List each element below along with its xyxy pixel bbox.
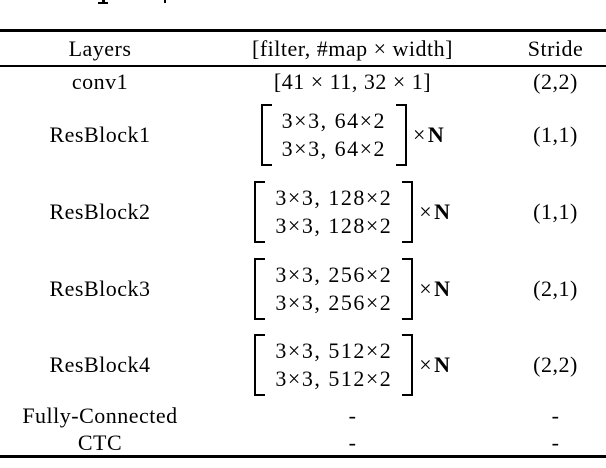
layer-name-cell: CTC — [77, 429, 123, 455]
matrix-line: 3×3, 512×2 — [275, 337, 393, 363]
layer-name-cell: ResBlock1 — [49, 121, 151, 147]
caption-fragment — [98, 2, 108, 4]
matrix-right-bracket — [402, 333, 414, 396]
filter-spec-cell: 3×3, 512×2 3×3, 512×2 ×N — [200, 327, 505, 402]
matrix-multiplier: ×N — [419, 276, 450, 302]
layer-name-cell: ResBlock4 — [49, 351, 151, 377]
times-sign: × — [419, 198, 433, 224]
filter-spec-cell: 3×3, 64×2 3×3, 64×2 ×N — [200, 96, 505, 173]
filter-spec-cell: - — [348, 429, 357, 455]
matrix-lines: 3×3, 128×2 3×3, 128×2 — [265, 184, 402, 240]
table-header-row: Layers [filter, #map × width] Stride — [0, 32, 606, 65]
matrix-line: 3×3, 64×2 — [281, 107, 386, 133]
table-header-rule — [0, 65, 606, 67]
times-sign: × — [413, 121, 426, 147]
matrix-right-bracket — [402, 180, 414, 243]
matrix-line: 3×3, 128×2 — [275, 212, 393, 238]
filter-spec-cell: [41 × 11, 32 × 1] — [273, 68, 432, 94]
table-top-rule — [0, 29, 606, 32]
layer-name-cell: ResBlock3 — [49, 275, 151, 301]
column-header-stride: Stride — [527, 35, 584, 61]
table-row-conv1: conv1 [41 × 11, 32 × 1] (2,2) — [0, 67, 606, 96]
matrix-lines: 3×3, 256×2 3×3, 256×2 — [265, 261, 402, 317]
matrix-left-bracket — [254, 257, 266, 320]
table-row-ctc: CTC - - — [0, 430, 606, 455]
table-bottom-rule — [0, 455, 606, 458]
times-sign: × — [419, 275, 433, 301]
matrix-multiplier: ×N — [419, 352, 450, 378]
matrix-line: 3×3, 512×2 — [275, 365, 393, 391]
layer-name-cell: conv1 — [71, 68, 129, 94]
table-row-resblock3: ResBlock3 3×3, 256×2 3×3, 256×2 ×N (2,1) — [0, 250, 606, 327]
matrix-left-bracket — [254, 333, 266, 396]
caption-fragment — [164, 0, 166, 3]
table-row-resblock1: ResBlock1 3×3, 64×2 3×3, 64×2 ×N (1,1) — [0, 96, 606, 173]
matrix-line: 3×3, 256×2 — [275, 261, 393, 287]
matrix-line: 3×3, 128×2 — [275, 184, 393, 210]
times-sign: × — [419, 351, 433, 377]
filter-spec-cell: - — [348, 403, 357, 428]
matrix-lines: 3×3, 64×2 3×3, 64×2 — [272, 107, 396, 163]
table-row-resblock2: ResBlock2 3×3, 128×2 3×3, 128×2 ×N (1,1) — [0, 173, 606, 250]
column-header-layers: Layers — [68, 35, 132, 61]
repeat-count-n: N — [427, 121, 445, 147]
table-row-resblock4: ResBlock4 3×3, 512×2 3×3, 512×2 ×N (2,2) — [0, 327, 606, 402]
repeat-count-n: N — [434, 351, 451, 377]
filter-matrix: 3×3, 128×2 3×3, 128×2 ×N — [254, 180, 450, 243]
stride-cell: (2,2) — [533, 68, 578, 94]
matrix-multiplier: ×N — [419, 199, 450, 225]
stride-cell: - — [551, 403, 560, 428]
layer-name-cell: ResBlock2 — [49, 198, 151, 224]
matrix-right-bracket — [396, 103, 407, 166]
repeat-count-n: N — [434, 198, 451, 224]
layer-name-cell: Fully-Connected — [22, 403, 178, 428]
filter-matrix: 3×3, 512×2 3×3, 512×2 ×N — [254, 333, 450, 396]
matrix-line: 3×3, 256×2 — [275, 289, 393, 315]
filter-spec-cell: 3×3, 256×2 3×3, 256×2 ×N — [200, 250, 505, 327]
matrix-left-bracket — [260, 103, 272, 166]
matrix-lines: 3×3, 512×2 3×3, 512×2 — [265, 337, 402, 393]
matrix-multiplier: ×N — [413, 122, 444, 148]
stride-cell: (2,1) — [533, 275, 578, 301]
stride-cell: - — [551, 429, 560, 455]
stride-cell: (1,1) — [533, 121, 578, 147]
filter-matrix: 3×3, 64×2 3×3, 64×2 ×N — [260, 103, 445, 166]
repeat-count-n: N — [434, 275, 451, 301]
filter-matrix: 3×3, 256×2 3×3, 256×2 ×N — [254, 257, 450, 320]
stride-cell: (2,2) — [533, 351, 578, 377]
matrix-line: 3×3, 64×2 — [281, 135, 386, 161]
stride-cell: (1,1) — [533, 198, 578, 224]
column-header-filter: [filter, #map × width] — [252, 35, 453, 61]
matrix-left-bracket — [254, 180, 266, 243]
table-row-fully-connected: Fully-Connected - - — [0, 402, 606, 430]
filter-spec-cell: 3×3, 128×2 3×3, 128×2 ×N — [200, 173, 505, 250]
matrix-right-bracket — [402, 257, 414, 320]
